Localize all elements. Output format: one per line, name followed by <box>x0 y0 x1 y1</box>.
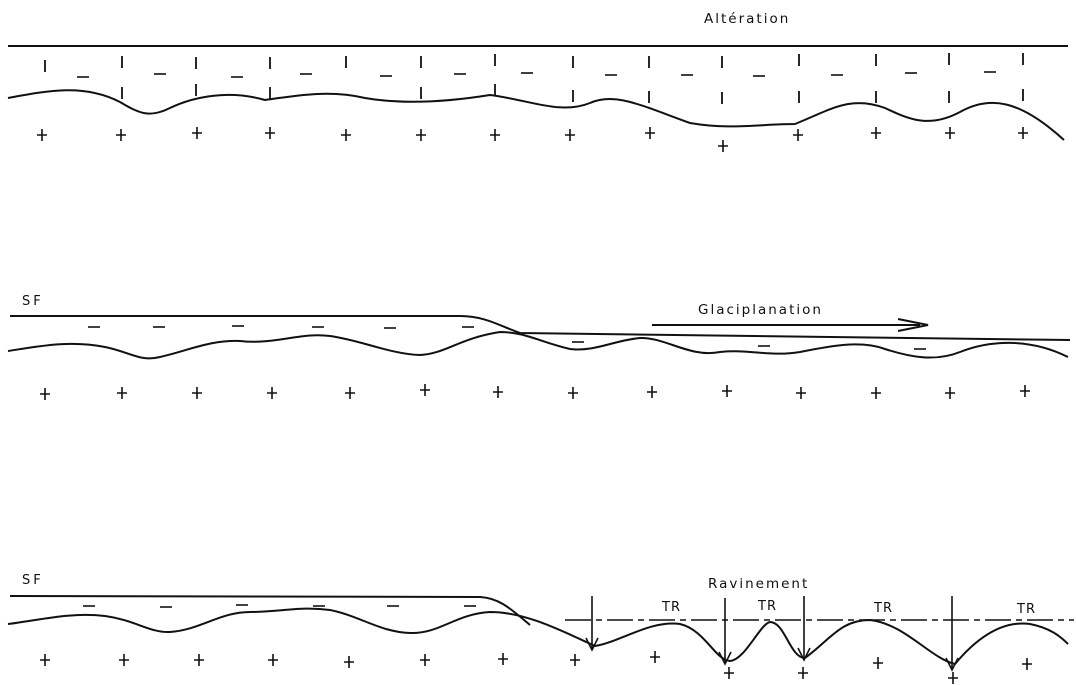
ravined-surface-curve <box>7 607 1069 666</box>
bedrock-plus <box>1020 385 1030 397</box>
panel-title-alteration: Altération <box>704 11 790 27</box>
bedrock-plus <box>493 386 503 398</box>
panel-ravinement: SF Ravinement TR TR TR TR <box>7 573 1074 684</box>
bedrock-plus <box>490 129 500 141</box>
bedrock-plus <box>871 127 881 139</box>
panel-title-glaciplanation: Glaciplanation <box>698 302 823 318</box>
bedrock-symbols-2 <box>40 384 1030 400</box>
tr-label-4: TR <box>1016 602 1036 617</box>
bedrock-plus <box>570 654 580 666</box>
bedrock-plus <box>945 127 955 139</box>
bedrock-plus <box>37 129 47 141</box>
bedrock-plus <box>873 657 883 669</box>
bedrock-plus <box>192 387 202 399</box>
bedrock-plus <box>116 129 126 141</box>
incision-arrow <box>797 596 811 662</box>
surface-label-sf-1: SF <box>22 294 44 309</box>
bedrock-plus <box>420 654 430 666</box>
bedrock-plus <box>498 653 508 665</box>
bedrock-plus <box>192 127 202 139</box>
bedrock-plus <box>267 387 277 399</box>
bedrock-plus <box>796 387 806 399</box>
panel-alteration: Altération <box>7 11 1068 152</box>
bedrock-plus <box>268 654 278 666</box>
bedrock-plus <box>798 667 808 679</box>
bedrock-plus <box>948 672 958 684</box>
bedrock-plus <box>724 667 734 679</box>
bedrock-symbols-3 <box>40 651 1032 684</box>
glaciplanation-arrow <box>652 318 929 332</box>
weathering-symbols <box>44 53 1024 104</box>
surface-label-sf-2: SF <box>22 573 44 588</box>
bedrock-plus <box>345 387 355 399</box>
planation-surface-line <box>10 315 1071 341</box>
bedrock-plus <box>945 387 955 399</box>
tr-label-3: TR <box>873 601 893 616</box>
bedrock-plus <box>420 384 430 396</box>
bedrock-plus <box>650 651 660 663</box>
incision-arrow <box>718 598 732 666</box>
regolith-symbols <box>88 325 926 350</box>
bedrock-plus <box>871 387 881 399</box>
bedrock-plus <box>344 656 354 668</box>
regolith-symbols-3 <box>83 604 476 608</box>
incision-arrows <box>585 596 959 672</box>
bedrock-plus <box>194 654 204 666</box>
bedrock-plus <box>416 129 426 141</box>
bedrock-plus <box>1022 658 1032 670</box>
bedrock-symbols <box>37 127 1028 152</box>
bedrock-plus <box>647 386 657 398</box>
incision-arrow <box>945 596 959 672</box>
bedrock-plus <box>565 129 575 141</box>
bedrock-plus <box>119 654 129 666</box>
bedrock-plus <box>40 654 50 666</box>
tr-label-2: TR <box>757 599 777 614</box>
bedrock-plus <box>722 385 732 397</box>
weathering-front-curve-2 <box>7 330 1069 360</box>
bedrock-plus <box>793 129 803 141</box>
bedrock-plus <box>718 140 728 152</box>
panel-glaciplanation: SF Glaciplanation <box>7 294 1071 400</box>
bedrock-plus <box>117 387 127 399</box>
bedrock-plus <box>265 127 275 139</box>
weathering-front-curve <box>7 89 1065 141</box>
bedrock-plus <box>645 127 655 139</box>
planation-surface-remnant <box>9 595 531 626</box>
panel-title-ravinement: Ravinement <box>708 576 809 592</box>
bedrock-plus <box>40 388 50 400</box>
incision-arrow <box>585 596 599 652</box>
tr-label-1: TR <box>661 600 681 615</box>
bedrock-plus <box>341 129 351 141</box>
bedrock-plus <box>568 387 578 399</box>
bedrock-plus <box>1018 127 1028 139</box>
